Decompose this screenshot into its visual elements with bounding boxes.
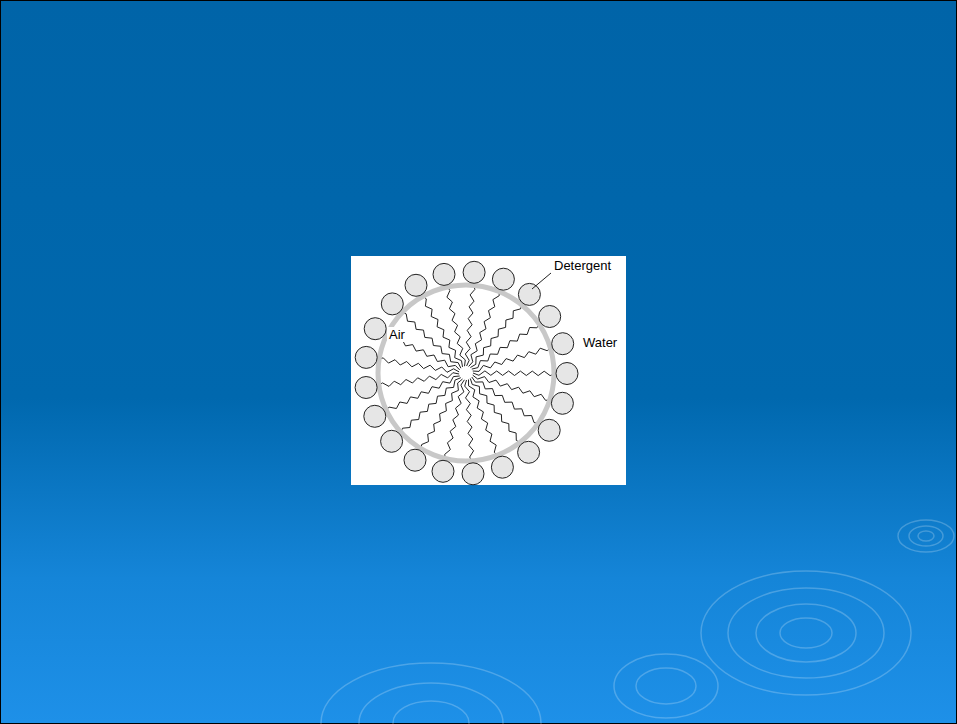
diagram-label: Water	[583, 335, 617, 350]
detergent-tail	[446, 285, 465, 366]
detergent-tail	[473, 347, 552, 372]
bubble-surface	[378, 285, 554, 461]
detergent-head	[491, 456, 513, 478]
detergent-head	[551, 392, 573, 414]
detergent-tail	[465, 380, 474, 463]
detergent-head	[355, 346, 377, 368]
detergent-tail	[377, 373, 459, 387]
detergent-head	[518, 283, 540, 305]
detergent-head	[381, 293, 403, 315]
detergent-head	[405, 274, 427, 296]
detergent-head	[538, 419, 560, 441]
detergent-tail	[421, 295, 462, 367]
detergent-head	[539, 306, 561, 328]
detergent-tail	[472, 323, 541, 369]
leader-line	[532, 273, 551, 289]
detergent-tail	[469, 380, 499, 457]
detergent-tail	[473, 371, 556, 376]
diagram-label: Detergent	[554, 258, 611, 273]
detergent-tail	[470, 303, 522, 368]
detergent-head	[462, 463, 484, 485]
detergent-head	[433, 263, 455, 285]
detergent-tail	[400, 378, 461, 434]
detergent-tail	[385, 376, 460, 412]
detergent-tail	[470, 379, 521, 444]
detergent-head	[364, 318, 386, 340]
detergent-head	[432, 460, 454, 482]
detergent-tail	[421, 379, 463, 451]
detergent-head	[404, 449, 426, 471]
detergent-head	[492, 268, 514, 290]
detergent-head	[355, 377, 377, 399]
detergent-head	[463, 261, 485, 283]
detergent-head	[364, 405, 386, 427]
detergent-head	[552, 333, 574, 355]
detergent-head	[556, 363, 578, 385]
detergent-head	[518, 441, 540, 463]
detergent-tail	[469, 289, 500, 366]
detergent-head	[381, 430, 403, 452]
diagram-label: Air	[387, 327, 407, 342]
